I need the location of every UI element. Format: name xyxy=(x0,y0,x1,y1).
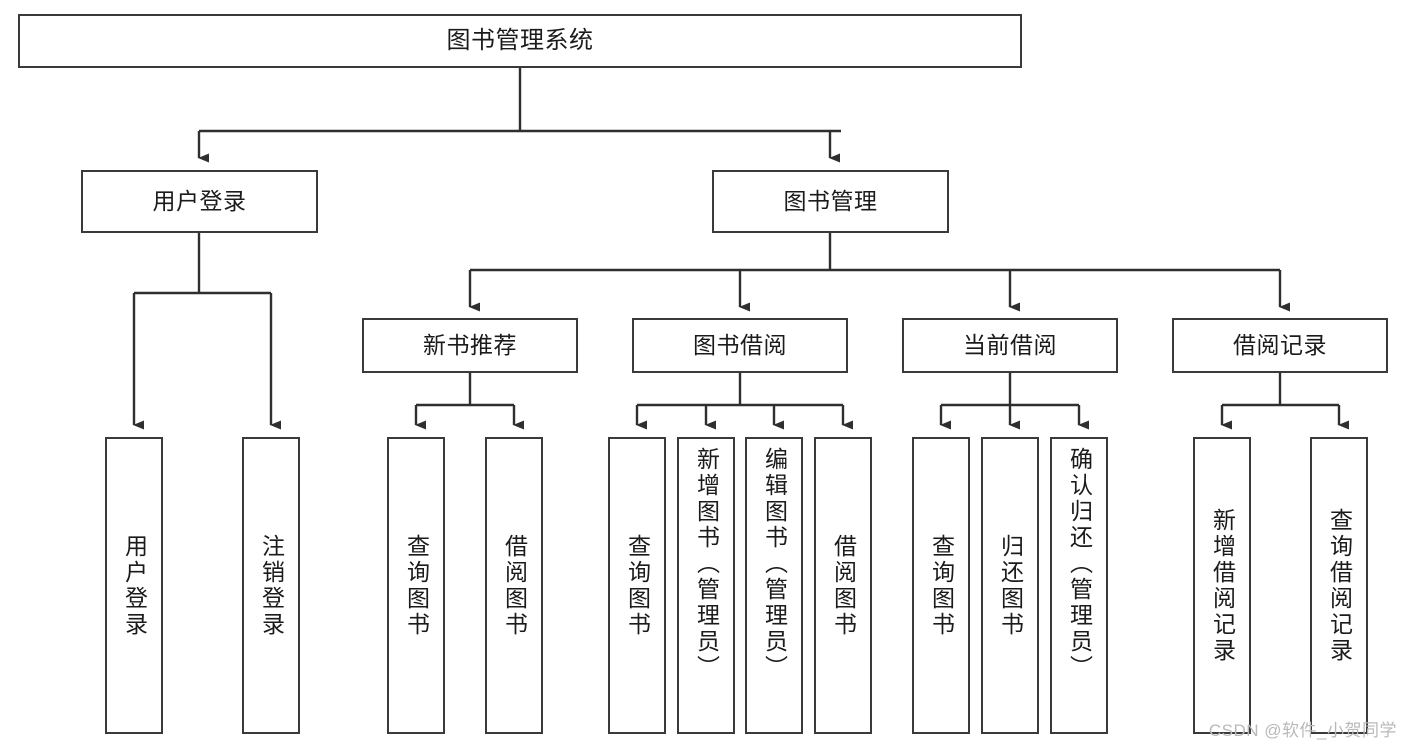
node-label: 当前借阅 xyxy=(963,331,1057,358)
node-label: 注销登录 xyxy=(258,533,285,638)
leaf-new-book-query[interactable]: 查询图书 xyxy=(387,437,445,734)
leaf-current-borrow-return[interactable]: 归还图书 xyxy=(981,437,1039,734)
node-label: 借阅记录 xyxy=(1233,331,1327,358)
node-label: 新书推荐 xyxy=(423,331,517,358)
leaf-book-borrow-query[interactable]: 查询图书 xyxy=(608,437,666,734)
node-label: 用户登录 xyxy=(121,533,148,638)
node-current-borrow[interactable]: 当前借阅 xyxy=(902,318,1118,373)
node-label: 图书管理 xyxy=(783,187,878,214)
leaf-book-borrow-edit[interactable]: 编辑图书（管理员） xyxy=(745,437,803,734)
leaf-new-book-borrow[interactable]: 借阅图书 xyxy=(485,437,543,734)
node-label: 用户登录 xyxy=(152,187,247,214)
node-label: 新增图书（管理员） xyxy=(693,447,720,681)
leaf-borrow-record-query[interactable]: 查询借阅记录 xyxy=(1310,437,1368,734)
leaf-user-login-logout[interactable]: 注销登录 xyxy=(242,437,300,734)
leaf-book-borrow-add[interactable]: 新增图书（管理员） xyxy=(677,437,735,734)
node-root-book-management-system[interactable]: 图书管理系统 xyxy=(18,14,1022,68)
leaf-borrow-record-add[interactable]: 新增借阅记录 xyxy=(1193,437,1251,734)
node-borrow-record[interactable]: 借阅记录 xyxy=(1172,318,1388,373)
node-label: 查询图书 xyxy=(403,533,430,638)
node-new-book-recommend[interactable]: 新书推荐 xyxy=(362,318,578,373)
node-user-login[interactable]: 用户登录 xyxy=(81,170,318,233)
node-book-borrow[interactable]: 图书借阅 xyxy=(632,318,848,373)
leaf-book-borrow-borrow[interactable]: 借阅图书 xyxy=(814,437,872,734)
node-label: 图书借阅 xyxy=(693,331,787,358)
node-label: 确认归还（管理员） xyxy=(1066,447,1093,681)
leaf-current-borrow-confirm-return[interactable]: 确认归还（管理员） xyxy=(1050,437,1108,734)
node-label: 编辑图书（管理员） xyxy=(761,447,788,681)
node-label: 新增借阅记录 xyxy=(1209,507,1236,664)
node-label: 借阅图书 xyxy=(501,533,528,638)
node-label: 图书管理系统 xyxy=(446,26,594,54)
node-label: 查询借阅记录 xyxy=(1326,507,1353,664)
node-label: 查询图书 xyxy=(928,533,955,638)
node-label: 归还图书 xyxy=(997,533,1024,638)
watermark-text: CSDN @软件_小贺同学 xyxy=(1208,721,1397,740)
node-book-management[interactable]: 图书管理 xyxy=(712,170,949,233)
leaf-user-login-login[interactable]: 用户登录 xyxy=(105,437,163,734)
node-label: 查询图书 xyxy=(624,533,651,638)
node-label: 借阅图书 xyxy=(830,533,857,638)
leaf-current-borrow-query[interactable]: 查询图书 xyxy=(912,437,970,734)
